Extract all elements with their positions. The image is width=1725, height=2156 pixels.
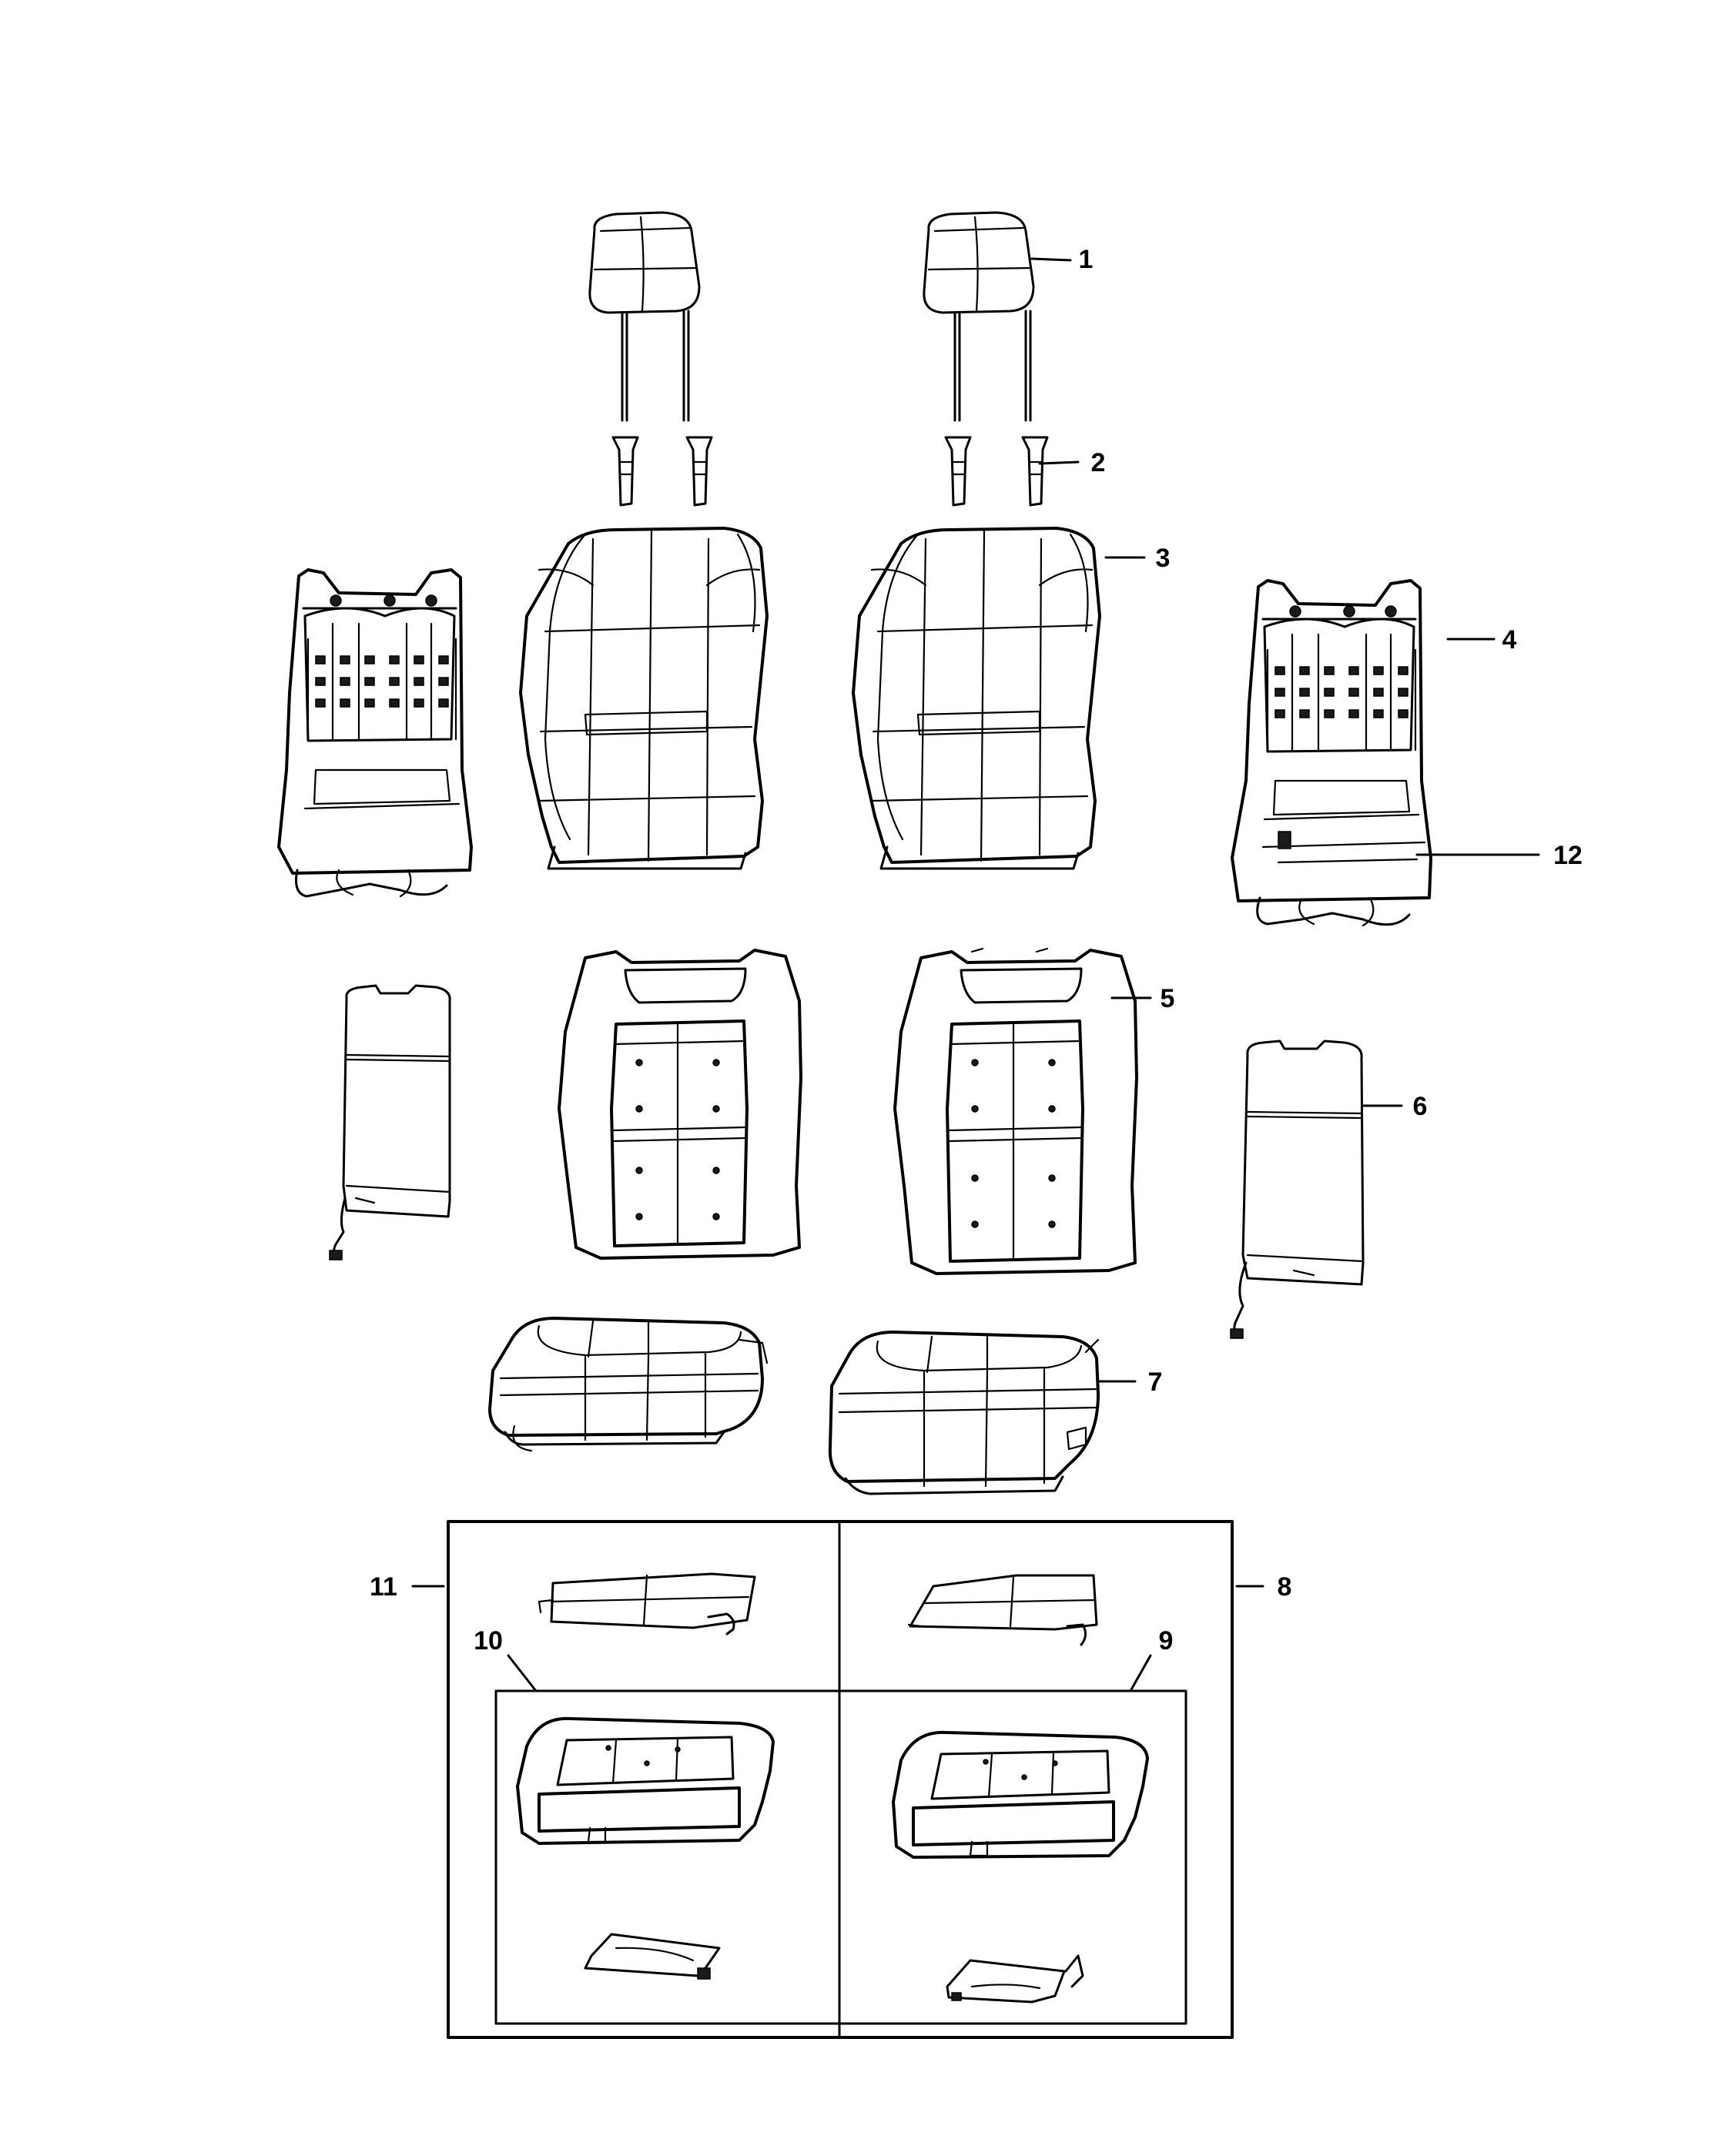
callout-7: 7	[1148, 1368, 1163, 1397]
seatback-frame-left	[277, 568, 473, 898]
callout-12: 12	[1553, 841, 1583, 870]
callout-1: 1	[1079, 245, 1094, 274]
cushion-cover-right	[828, 1331, 1100, 1495]
cushion-pad-right	[946, 1954, 1084, 2004]
callout-6: 6	[1413, 1092, 1428, 1121]
callout-9: 9	[1159, 1626, 1174, 1656]
cushion-foam-left	[516, 1716, 775, 1845]
kit-box-inner	[494, 1689, 1187, 2025]
headrest-right	[923, 211, 1035, 422]
headrest-guides-left	[611, 436, 713, 507]
callouts: 1 2 3 4 5 6 7 8 9 10 11 12	[370, 245, 1583, 1656]
callout-2: 2	[1091, 448, 1106, 477]
callout-8: 8	[1278, 1572, 1292, 1602]
seatback-cover-right	[852, 527, 1101, 870]
kit-box-outer	[447, 1520, 1234, 2039]
seatback-heater-mat-right	[1230, 1040, 1365, 1339]
cushion-foam-right	[892, 1730, 1149, 1859]
callout-3: 3	[1156, 544, 1171, 573]
cushion-heater-mat-right	[907, 1574, 1098, 1646]
callout-5: 5	[1161, 984, 1175, 1013]
seatback-cover-left	[519, 527, 769, 870]
seatback-frame-right	[1231, 579, 1432, 927]
seatback-heater-mat-left	[329, 984, 451, 1260]
callout-10: 10	[474, 1626, 503, 1656]
cushion-heater-mat-left	[538, 1572, 756, 1635]
headrest-left	[588, 211, 701, 422]
cushion-pad-left	[584, 1933, 721, 1980]
seatback-foam-right	[893, 947, 1138, 1275]
headrest-guides-right	[944, 436, 1049, 507]
callout-4: 4	[1502, 625, 1517, 654]
cushion-cover-left	[488, 1317, 769, 1452]
seatback-foam-left	[558, 949, 802, 1260]
leader-lines	[411, 257, 1540, 1692]
callout-11: 11	[370, 1572, 397, 1602]
